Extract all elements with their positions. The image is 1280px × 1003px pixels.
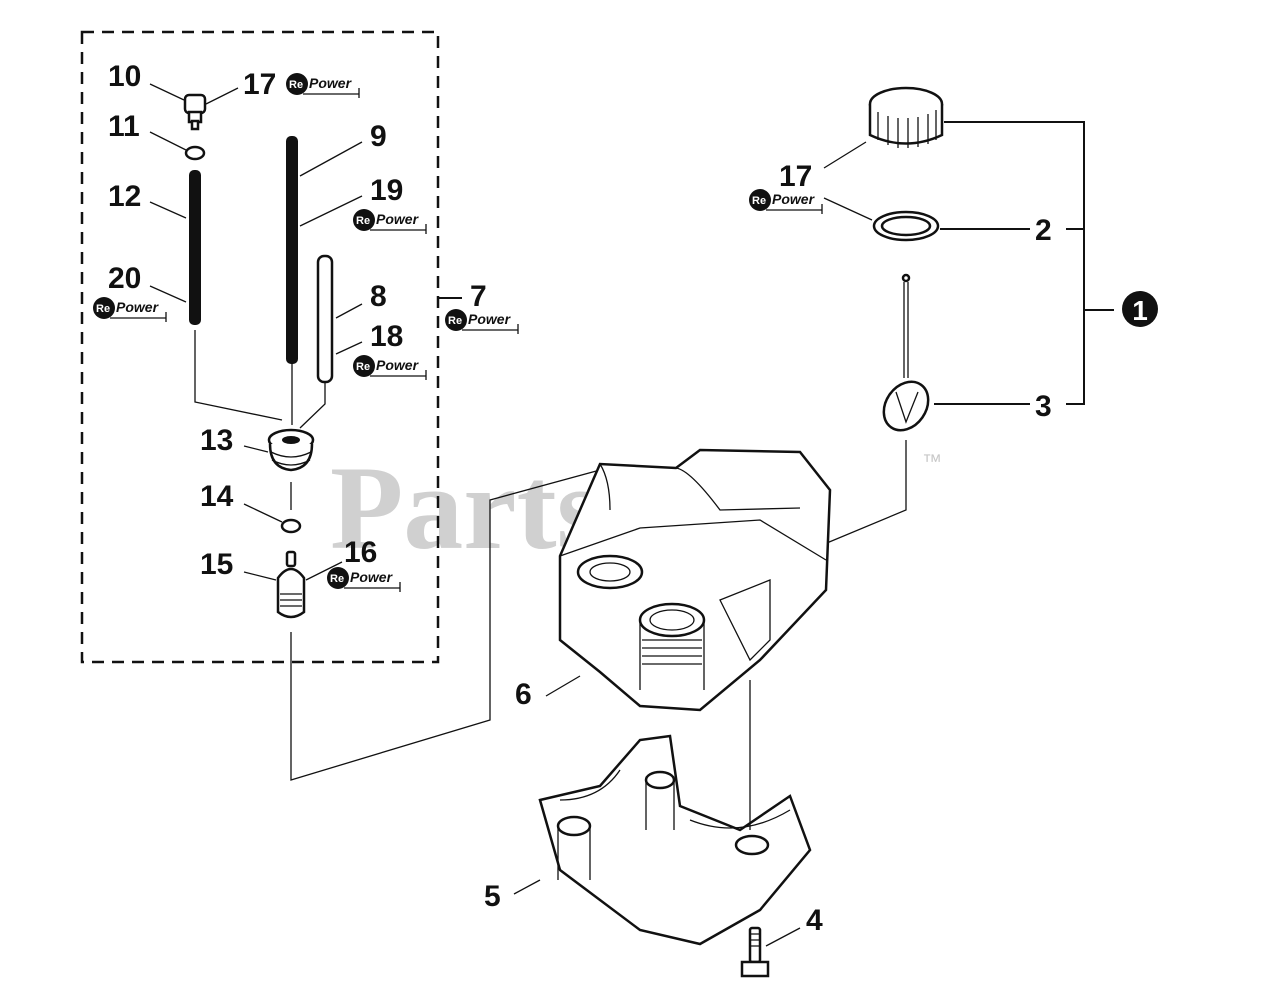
part-15-fuel-filter[interactable] [276, 550, 306, 619]
callout-6: 6 [515, 678, 532, 711]
callout-11: 11 [108, 110, 140, 143]
svg-text:Re: Re [356, 215, 370, 227]
callout-17a: 17 [243, 68, 276, 101]
repower-badge-10: Re Power [286, 73, 360, 98]
callout-19: 19 [370, 174, 403, 207]
assembly-leaders [934, 228, 1030, 405]
svg-text:Re: Re [330, 573, 344, 585]
part-5-tank-guard[interactable] [538, 734, 812, 946]
svg-text:Re: Re [752, 195, 766, 207]
repower-badge-17b: Re Power [749, 189, 823, 214]
callout-9: 9 [370, 120, 387, 153]
repower-badge-19: Re Power [353, 209, 427, 234]
watermark-trademark: ™ [922, 451, 942, 473]
repower-badge-7: Re Power [445, 309, 519, 334]
repower-badge-16: Re Power [327, 567, 401, 592]
svg-text:Power: Power [116, 299, 160, 315]
callout-1: 1 [1132, 295, 1148, 326]
callout-14: 14 [200, 480, 234, 513]
part-4-bolt[interactable] [740, 926, 770, 978]
kit-boundary-box [80, 30, 440, 664]
callout-20: 20 [108, 262, 141, 295]
part-9-hose[interactable] [286, 136, 298, 364]
callout-18: 18 [370, 320, 403, 353]
assembly-bracket [944, 121, 1114, 405]
callout-8: 8 [370, 280, 387, 313]
repower-badge-18: Re Power [353, 355, 427, 380]
part-8-tube[interactable] [316, 254, 334, 384]
callout-17b: 17 [779, 160, 812, 193]
svg-text:Power: Power [309, 75, 353, 91]
callout-2: 2 [1035, 214, 1052, 247]
part-10-plug[interactable] [183, 93, 207, 131]
part-13-grommet[interactable] [267, 428, 315, 472]
part-3-strainer[interactable] [875, 273, 938, 439]
svg-text:Re: Re [289, 79, 303, 91]
svg-text:Re: Re [356, 361, 370, 373]
svg-text:Power: Power [468, 311, 512, 327]
part-2-gasket[interactable] [872, 210, 940, 242]
part-6-fuel-tank[interactable] [558, 448, 832, 712]
callout-4: 4 [806, 904, 823, 937]
callout-1-circle [1122, 291, 1158, 327]
part-14-o-ring[interactable] [280, 518, 302, 534]
hose-12-connector-line [194, 330, 283, 421]
svg-text:Power: Power [376, 211, 420, 227]
svg-text:Re: Re [448, 315, 462, 327]
filter-to-tank-line [290, 469, 601, 781]
callout-16: 16 [344, 536, 377, 569]
svg-text:Power: Power [772, 191, 816, 207]
callout-12: 12 [108, 180, 141, 213]
callout-7: 7 [470, 280, 487, 313]
tube-8-connector-line [299, 382, 326, 429]
svg-text:Power: Power [376, 357, 420, 373]
callout-15: 15 [200, 548, 233, 581]
callout-10: 10 [108, 60, 141, 93]
callout-13: 13 [200, 424, 233, 457]
part-11-o-ring[interactable] [184, 145, 206, 161]
fuel-cap[interactable] [868, 86, 944, 148]
callout-3: 3 [1035, 390, 1052, 423]
part-12-hose[interactable] [189, 170, 201, 325]
svg-text:Re: Re [96, 303, 110, 315]
repower-badge-20: Re Power [93, 297, 167, 322]
callout-5: 5 [484, 880, 501, 913]
svg-text:Power: Power [350, 569, 394, 585]
